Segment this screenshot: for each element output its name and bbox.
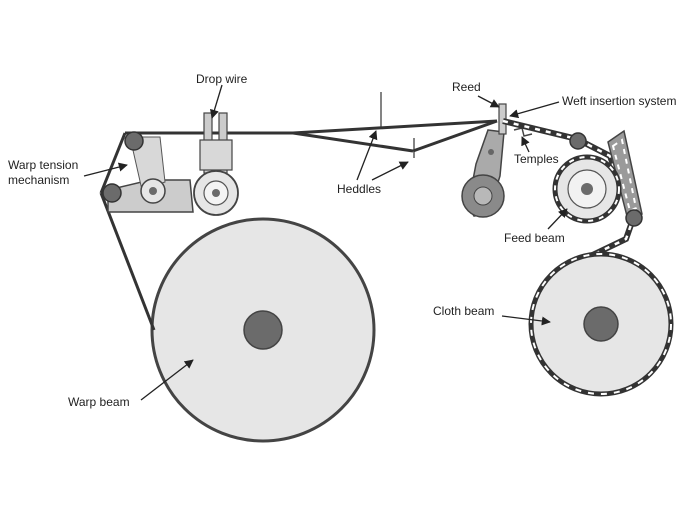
arrow-cloth-beam	[501, 315, 551, 326]
feed-beam-hub	[581, 183, 593, 195]
warp-tension-mechanism	[102, 131, 194, 213]
label-reed: Reed	[452, 80, 481, 94]
labels: Drop wire Warp tension mechanism Heddles…	[8, 72, 676, 409]
arrow-heddle-upper	[356, 130, 378, 181]
label-heddles: Heddles	[337, 182, 381, 196]
label-feed-beam: Feed beam	[504, 231, 565, 245]
label-temples: Temples	[514, 152, 559, 166]
heddles	[380, 92, 415, 158]
label-cloth-beam: Cloth beam	[433, 304, 494, 318]
label-warp-beam: Warp beam	[68, 395, 130, 409]
tension-wheel-hub	[149, 187, 157, 195]
arrow-warp-beam	[140, 359, 194, 401]
warp-beam	[150, 217, 376, 443]
guide-roller	[625, 209, 643, 227]
callout-arrows	[83, 84, 568, 401]
arrow-weft-insertion	[509, 101, 560, 119]
arrow-reed	[477, 95, 500, 108]
warp-beam-hub	[243, 310, 283, 350]
label-warp-tension-line1: Warp tension	[8, 158, 78, 172]
cloth-beam-hub	[583, 306, 619, 342]
reed-sley	[461, 103, 533, 218]
arrow-temples	[521, 136, 530, 153]
label-weft-insertion-system: Weft insertion system	[562, 94, 676, 108]
drop-wire-unit	[193, 112, 239, 216]
front-rest-roller	[569, 132, 587, 150]
temples	[513, 127, 533, 137]
arrow-drop-wire	[210, 84, 223, 119]
feed-beam	[552, 154, 622, 224]
label-warp-tension-line2: mechanism	[8, 173, 69, 187]
arrow-feed-beam	[547, 208, 568, 230]
arrow-heddle-lower	[371, 161, 409, 181]
cloth-beam	[528, 251, 674, 397]
feed-beam-assembly	[552, 129, 643, 227]
back-rest-roller	[124, 131, 144, 151]
tension-roller	[102, 183, 122, 203]
label-drop-wire: Drop wire	[196, 72, 248, 86]
arrow-warp-tension	[83, 162, 128, 177]
